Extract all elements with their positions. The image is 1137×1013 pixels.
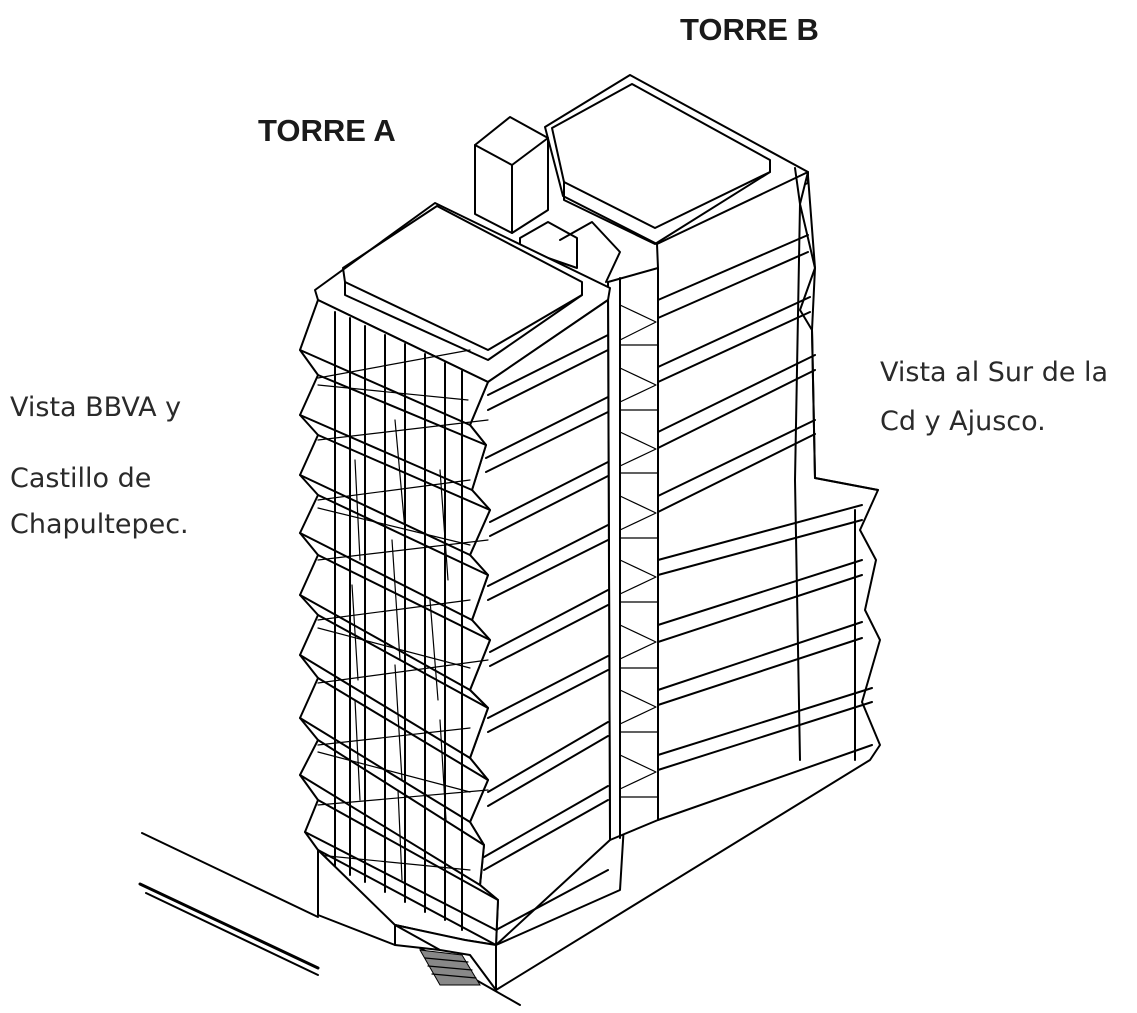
tower-a-mullions [334,311,463,931]
view-left-line-2: Castillo de [10,463,151,494]
view-left-line-3: Chapultepec. [10,509,189,540]
stair-steps [619,304,659,798]
view-right-line-1: Vista al Sur de la [880,357,1108,388]
entrance-recess [394,924,497,991]
view-left-label: Vista BBVA y Castillo de Chapultepec. [10,392,189,540]
stair-core-shaft [607,267,659,841]
tower-a-diagonal-facets [317,349,489,881]
tower-a-ground-floor [317,849,497,991]
tower-b [474,74,881,991]
view-right-label: Vista al Sur de la Cd y Ajusco. [880,357,1108,437]
tower-a-side-floor-lines [483,334,609,931]
torre-b-label: TORRE B [680,12,819,47]
tower-b-floor-lines [657,234,873,821]
stair-core [607,267,659,841]
view-left-line-1: Vista BBVA y [10,392,181,423]
view-right-line-2: Cd y Ajusco. [880,406,1046,437]
torre-a-label: TORRE A [258,113,396,148]
tower-a-side-facade [469,299,611,946]
tower-a [299,202,611,991]
